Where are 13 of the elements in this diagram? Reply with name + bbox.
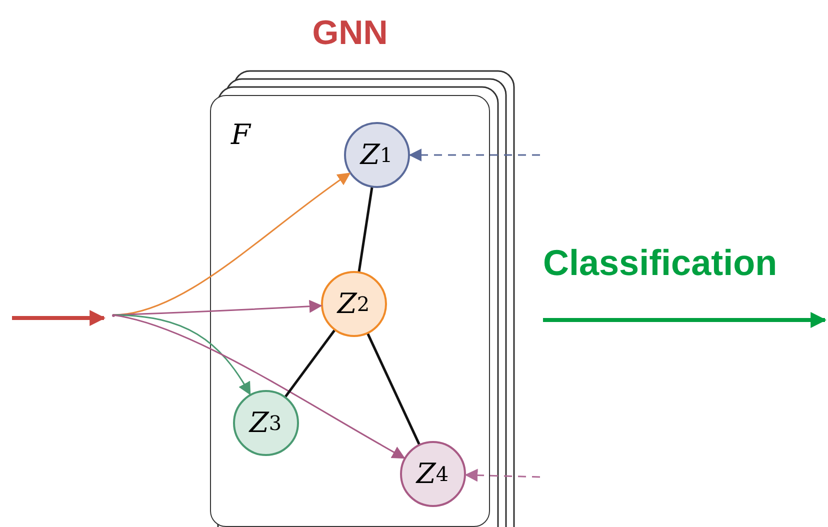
graph-edge-line [358, 187, 374, 272]
junction-dot [112, 314, 114, 316]
arrow [408, 148, 540, 162]
arrow [12, 310, 106, 326]
edge-label: Classification [543, 242, 778, 284]
arrow [112, 314, 406, 459]
graph-edge-line [366, 333, 420, 445]
layer-label: F [231, 118, 250, 151]
graph-edge-line [284, 330, 336, 398]
arrow [112, 300, 322, 316]
title-text: GNN [312, 14, 388, 52]
output-arrow [543, 312, 827, 328]
arrow [464, 468, 540, 482]
